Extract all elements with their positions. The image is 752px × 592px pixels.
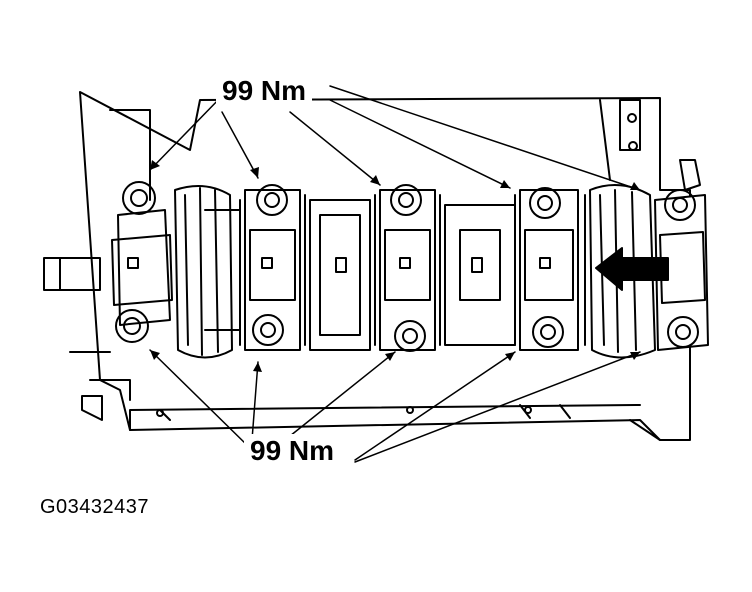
bolt — [532, 316, 564, 348]
bolt — [394, 320, 426, 352]
arrowheads-top — [150, 160, 640, 190]
crank-journal-2 — [444, 204, 516, 346]
bearing-cap-5 — [654, 159, 709, 351]
bolt — [256, 184, 288, 216]
front-direction-arrow — [595, 247, 669, 291]
bearing-cap-2 — [239, 189, 306, 351]
torque-label-bottom: 99 Nm — [244, 434, 341, 468]
crankshaft-snout — [43, 257, 131, 421]
bolts — [115, 181, 699, 352]
bolt — [115, 309, 149, 343]
engine-block-outline — [79, 91, 691, 441]
bearing-cap-1 — [111, 209, 173, 326]
bolt — [390, 184, 422, 216]
bearing-cap-4 — [514, 189, 586, 351]
arrowheads-bottom — [150, 350, 640, 372]
bolt — [529, 187, 561, 219]
leader-lines-top — [149, 85, 641, 191]
bolt — [252, 314, 284, 346]
figure-id: G03432437 — [40, 496, 150, 518]
crank-journal-1 — [309, 199, 371, 351]
crank-web-1 — [174, 185, 241, 359]
leader-lines-bottom — [149, 349, 641, 463]
bolt — [667, 316, 699, 348]
bolt — [664, 189, 696, 221]
torque-label-top: 99 Nm — [216, 74, 313, 108]
bolt — [122, 181, 156, 215]
